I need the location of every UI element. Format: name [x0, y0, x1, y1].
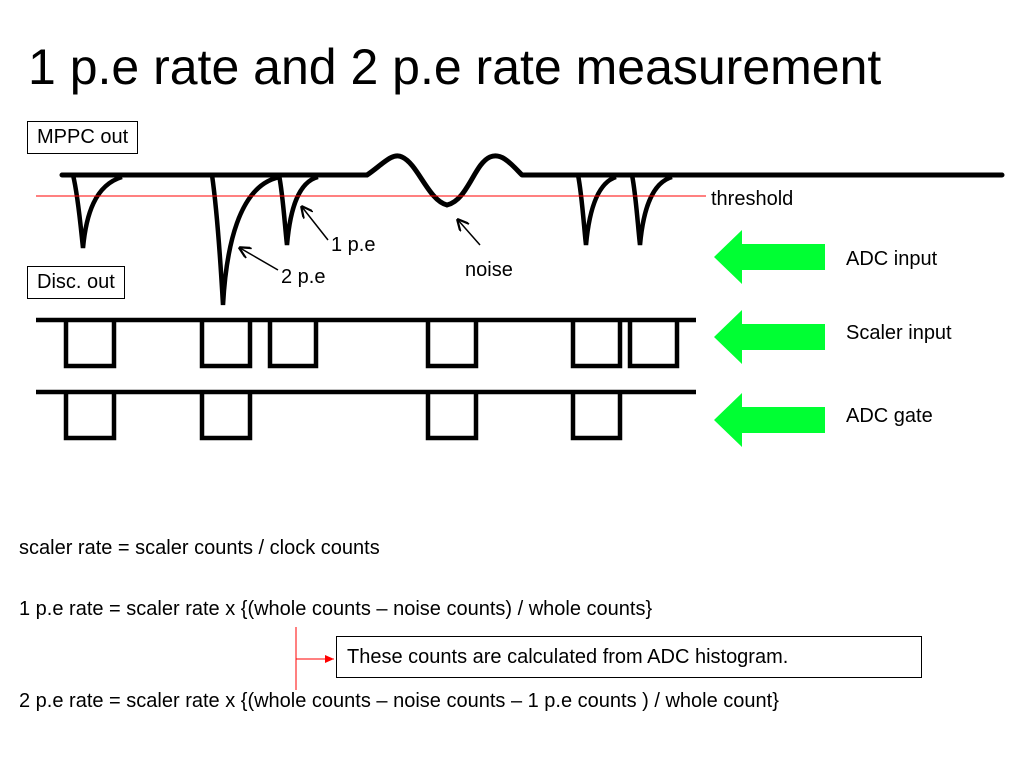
- one-pe-pointer: [302, 207, 329, 241]
- disc-out-trace: [36, 317, 696, 369]
- one-pe-rate-equation: 1 p.e rate = scaler rate x {(whole count…: [19, 598, 653, 620]
- scaler-rate-equation: scaler rate = scaler counts / clock coun…: [19, 537, 380, 559]
- pulse-2pe: [209, 174, 281, 306]
- two-pe-label: 2 p.e: [281, 266, 326, 288]
- one-pe-label: 1 p.e: [331, 234, 376, 256]
- two-pe-pointer: [240, 248, 279, 271]
- adc-gate-trace: [36, 389, 696, 441]
- pulse-4: [575, 174, 617, 246]
- pulse-5: [629, 174, 673, 246]
- adc-input-label: ADC input: [846, 248, 938, 270]
- disc-out-label: Disc. out: [27, 266, 125, 299]
- scaler-input-arrow-icon: [714, 310, 825, 364]
- two-pe-rate-equation: 2 p.e rate = scaler rate x {(whole count…: [19, 690, 779, 712]
- page-title: 1 p.e rate and 2 p.e rate measurement: [28, 39, 882, 95]
- pulse-1pe: [276, 174, 319, 246]
- adc-histogram-note: These counts are calculated from ADC his…: [336, 636, 922, 678]
- noise-pointer: [458, 220, 481, 246]
- threshold-label: threshold: [711, 188, 794, 210]
- mppc-signal-trace: [59, 153, 1005, 208]
- pulse-1: [70, 174, 123, 249]
- adc-gate-arrow-icon: [714, 393, 825, 447]
- mppc-out-label: MPPC out: [27, 121, 139, 154]
- scaler-input-label: Scaler input: [846, 322, 952, 344]
- adc-input-arrow-icon: [714, 230, 825, 284]
- noise-label: noise: [465, 259, 513, 281]
- adc-gate-label: ADC gate: [846, 405, 933, 427]
